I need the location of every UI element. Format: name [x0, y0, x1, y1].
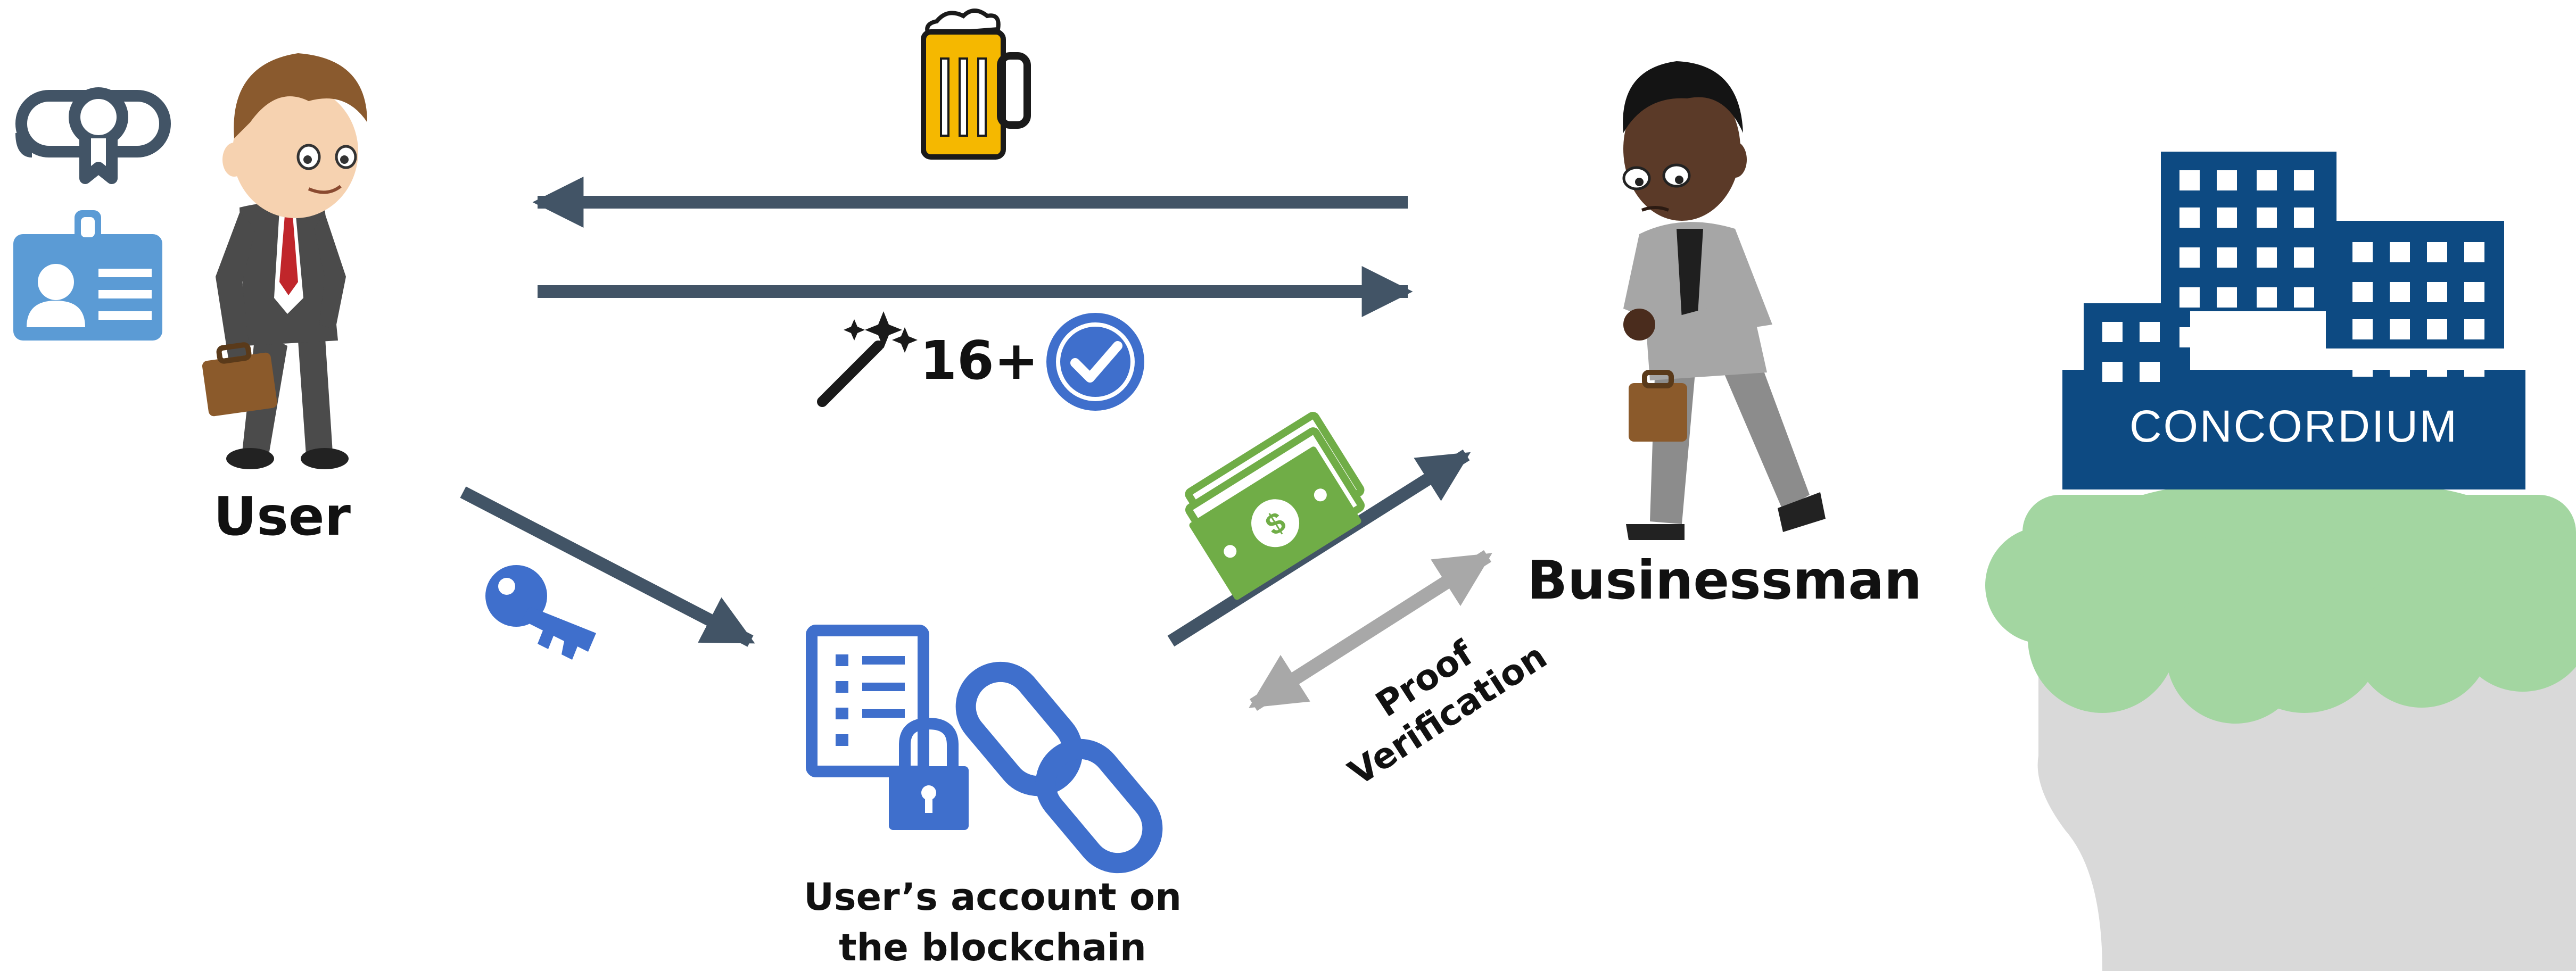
island — [1985, 479, 2576, 971]
island-greenery — [1985, 479, 2576, 724]
money-icon: $ — [1185, 411, 1365, 600]
key-icon — [485, 565, 596, 660]
island-cliff — [2037, 638, 2576, 971]
chain-link-icon — [955, 661, 1163, 874]
user-avatar — [202, 53, 367, 469]
businessman-avatar — [1622, 61, 1826, 540]
office-building-icon: CONCORDIUM — [2062, 152, 2525, 489]
arrow-user-to-blockchain — [460, 486, 755, 647]
diploma-scroll-icon — [15, 87, 171, 184]
beer-mug-icon — [921, 9, 1031, 160]
age-claim-label: 16+ — [920, 329, 1039, 392]
building-windows — [2102, 170, 2484, 382]
company-name: CONCORDIUM — [2129, 401, 2458, 451]
proof-verification-arrow — [1249, 550, 1492, 711]
account-label-line2: the blockchain — [839, 926, 1146, 969]
proof-verification-label: Proof Verification — [1341, 632, 1554, 793]
account-label-line1: User’s account on — [804, 875, 1182, 919]
locked-document-icon — [806, 625, 969, 830]
magic-wand-icon — [817, 311, 918, 407]
user-label: User — [213, 485, 351, 547]
id-card-icon — [13, 210, 162, 341]
businessman-label: Businessman — [1527, 549, 1922, 611]
verified-badge-icon — [1046, 313, 1144, 411]
